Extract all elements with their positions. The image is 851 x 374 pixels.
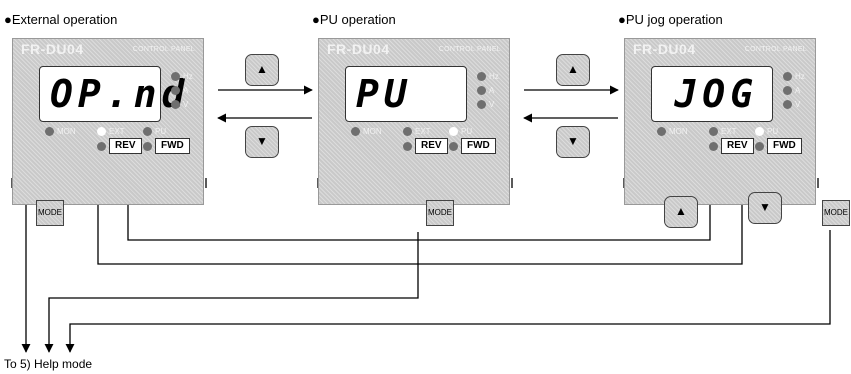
down-arrow-icon: ▼: [567, 134, 579, 148]
rev-label: REV: [109, 138, 142, 154]
v-indicator-icon: [171, 100, 180, 109]
mon-label: MON: [363, 127, 382, 136]
pu-operation-label: ●PU operation: [312, 12, 396, 27]
unit-hz: Hz: [795, 72, 805, 81]
down-key-jog-to-pu[interactable]: ▼: [556, 126, 590, 158]
mode-key-external[interactable]: MODE: [36, 200, 64, 226]
help-mode-label: To 5) Help mode: [4, 357, 93, 371]
pu-jog-operation-label: ●PU jog operation: [618, 12, 723, 27]
lcd-display: PU: [345, 66, 467, 122]
rev-indicator-icon: [709, 142, 718, 151]
control-panel-external: FR-DU04 CONTROL PANEL OP.nd Hz A V MON E…: [12, 38, 204, 205]
lcd-display: JOG: [651, 66, 773, 122]
fwd-label: FWD: [767, 138, 802, 154]
panel-title: FR-DU04: [633, 41, 696, 57]
rev-indicator-icon: [403, 142, 412, 151]
up-key-ext-to-pu[interactable]: ▲: [245, 54, 279, 86]
mode-key-jog[interactable]: MODE: [822, 200, 850, 226]
pu-label: PU: [767, 127, 779, 136]
ext-label: EXT: [415, 127, 431, 136]
fwd-indicator-icon: [449, 142, 458, 151]
up-arrow-icon: ▲: [675, 204, 687, 218]
unit-v: V: [489, 100, 495, 109]
path-jog-to-external: [123, 180, 711, 241]
a-indicator-icon: [783, 86, 792, 95]
path-external-to-jog: [97, 180, 747, 265]
pu-indicator-icon: [449, 127, 458, 136]
panel-title: FR-DU04: [21, 41, 84, 57]
control-panel-pu: FR-DU04 CONTROL PANEL PU Hz A V MON EXT …: [318, 38, 510, 205]
ext-indicator-icon: [97, 127, 106, 136]
down-arrow-icon: ▼: [256, 134, 268, 148]
hz-indicator-icon: [783, 72, 792, 81]
up-arrow-icon: ▲: [567, 62, 579, 76]
ext-indicator-icon: [709, 127, 718, 136]
panel-subtitle: CONTROL PANEL: [744, 46, 807, 53]
ext-indicator-icon: [403, 127, 412, 136]
panel-subtitle: CONTROL PANEL: [438, 46, 501, 53]
ext-label: EXT: [721, 127, 737, 136]
external-operation-label: ●External operation: [4, 12, 118, 27]
pu-indicator-icon: [755, 127, 764, 136]
fwd-label: FWD: [461, 138, 496, 154]
rev-indicator-icon: [97, 142, 106, 151]
fwd-label: FWD: [155, 138, 190, 154]
mon-indicator-icon: [657, 127, 666, 136]
pu-indicator-icon: [143, 127, 152, 136]
down-key-pu-to-ext[interactable]: ▼: [245, 126, 279, 158]
up-arrow-icon: ▲: [256, 62, 268, 76]
unit-v: V: [795, 100, 801, 109]
unit-a: A: [795, 86, 801, 95]
hz-indicator-icon: [171, 72, 180, 81]
panel-subtitle: CONTROL PANEL: [132, 46, 195, 53]
pu-label: PU: [155, 127, 167, 136]
unit-v: V: [183, 100, 189, 109]
panel-title: FR-DU04: [327, 41, 390, 57]
control-panel-jog: FR-DU04 CONTROL PANEL JOG Hz A V MON EXT…: [624, 38, 816, 205]
path-jog-to-help: [65, 230, 831, 353]
pu-label: PU: [461, 127, 473, 136]
mon-label: MON: [57, 127, 76, 136]
unit-a: A: [183, 86, 189, 95]
down-arrow-icon: ▼: [759, 200, 771, 214]
hz-indicator-icon: [477, 72, 486, 81]
mon-label: MON: [669, 127, 688, 136]
mon-indicator-icon: [45, 127, 54, 136]
mon-indicator-icon: [351, 127, 360, 136]
a-indicator-icon: [477, 86, 486, 95]
ext-label: EXT: [109, 127, 125, 136]
down-key-external-to-jog[interactable]: ▼: [748, 192, 782, 224]
unit-hz: Hz: [489, 72, 499, 81]
up-key-jog-to-external[interactable]: ▲: [664, 196, 698, 228]
path-pu-to-help: [44, 232, 419, 353]
fwd-indicator-icon: [755, 142, 764, 151]
a-indicator-icon: [171, 86, 180, 95]
v-indicator-icon: [783, 100, 792, 109]
lcd-display: OP.nd: [39, 66, 184, 122]
rev-label: REV: [721, 138, 754, 154]
rev-label: REV: [415, 138, 448, 154]
unit-a: A: [489, 86, 495, 95]
mode-key-pu[interactable]: MODE: [426, 200, 454, 226]
fwd-indicator-icon: [143, 142, 152, 151]
unit-hz: Hz: [183, 72, 193, 81]
v-indicator-icon: [477, 100, 486, 109]
up-key-pu-to-jog[interactable]: ▲: [556, 54, 590, 86]
